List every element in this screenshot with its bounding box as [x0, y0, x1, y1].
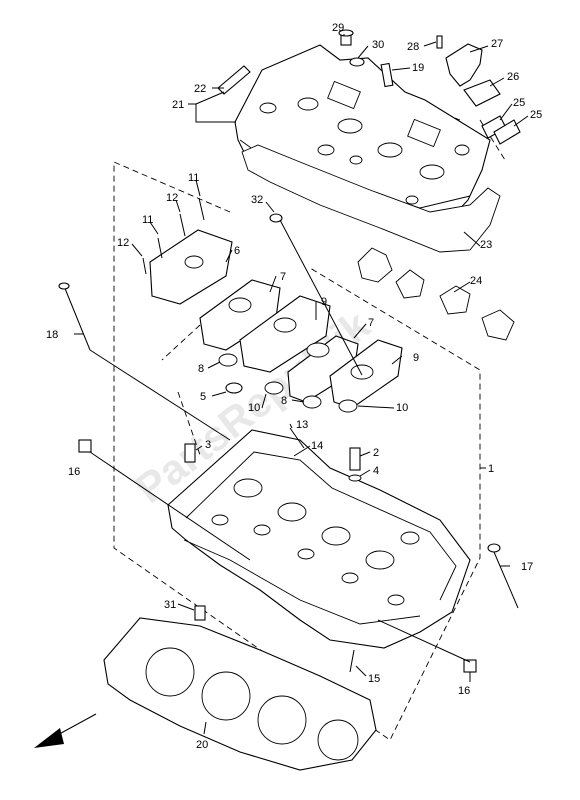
label-7a: 7	[280, 271, 286, 283]
label-12a: 12	[166, 192, 178, 204]
label-31: 31	[164, 599, 176, 611]
camshaft-cap-9a	[239, 295, 331, 373]
label-9a: 9	[321, 296, 327, 308]
head-ports	[211, 478, 420, 606]
cap-bolts	[142, 197, 205, 275]
cylinder-head	[167, 429, 471, 649]
bolt-29	[338, 29, 354, 46]
label-29: 29	[332, 22, 344, 34]
pipe-2	[349, 447, 361, 471]
label-16b: 16	[458, 685, 470, 697]
cover-gasket	[241, 144, 501, 253]
pin-13	[289, 427, 305, 449]
label-32: 32	[251, 194, 263, 206]
label-14: 14	[311, 440, 323, 452]
bolt-28	[436, 35, 443, 49]
label-5: 5	[200, 391, 206, 403]
o-rings	[218, 353, 358, 413]
label-16a: 16	[68, 466, 80, 478]
label-8a: 8	[198, 363, 204, 375]
plug-5	[225, 382, 243, 394]
label-17: 17	[521, 561, 533, 573]
label-4: 4	[373, 465, 379, 477]
label-6: 6	[234, 245, 240, 257]
callout-labels: 29 30 28 27 19 26 22 21 25 25 11 12 11 3…	[46, 22, 542, 751]
label-25a: 25	[513, 97, 525, 109]
label-10a: 10	[248, 402, 260, 414]
label-19: 19	[412, 62, 424, 74]
stud-15	[349, 649, 355, 673]
label-8b: 8	[281, 395, 287, 407]
label-11b: 11	[142, 214, 153, 226]
sensor-27	[445, 43, 483, 87]
label-1: 1	[488, 463, 494, 475]
label-22: 22	[194, 83, 206, 95]
front-direction-arrow-icon	[34, 713, 97, 748]
leader-lines	[74, 34, 529, 735]
camshaft-cap-6	[149, 229, 233, 305]
stud-17	[487, 543, 519, 609]
label-10b: 10	[396, 402, 408, 414]
label-3: 3	[205, 439, 211, 451]
label-23: 23	[480, 239, 492, 251]
label-20: 20	[196, 739, 208, 751]
bolt-16a	[78, 439, 92, 453]
label-30: 30	[372, 39, 384, 51]
label-15: 15	[368, 673, 380, 685]
label-18: 18	[46, 329, 58, 341]
cover-bracket-22	[217, 65, 251, 95]
dowel-31	[194, 605, 206, 621]
dowel-3	[184, 443, 196, 463]
label-25b: 25	[530, 109, 542, 121]
label-9b: 9	[413, 352, 419, 364]
cover-spark-plug-holes	[259, 80, 470, 205]
label-21: 21	[172, 99, 184, 111]
label-7b: 7	[368, 317, 374, 329]
breather-gaskets-24	[357, 247, 515, 341]
stud-18	[58, 282, 91, 351]
plate-25b	[493, 119, 521, 145]
label-28: 28	[407, 41, 419, 53]
label-13: 13	[296, 419, 308, 431]
label-24: 24	[470, 275, 482, 287]
head-gasket	[103, 617, 377, 771]
plug-19	[380, 62, 394, 88]
label-2: 2	[373, 447, 379, 459]
washer-32	[269, 213, 283, 223]
label-11a: 11	[188, 172, 199, 184]
o-ring-4	[348, 474, 362, 482]
bracket-26	[463, 79, 501, 107]
label-12b: 12	[117, 237, 129, 249]
label-26: 26	[507, 71, 519, 83]
camshaft-cap-9b	[329, 339, 403, 409]
label-27: 27	[491, 38, 503, 50]
washer-30	[349, 57, 365, 67]
